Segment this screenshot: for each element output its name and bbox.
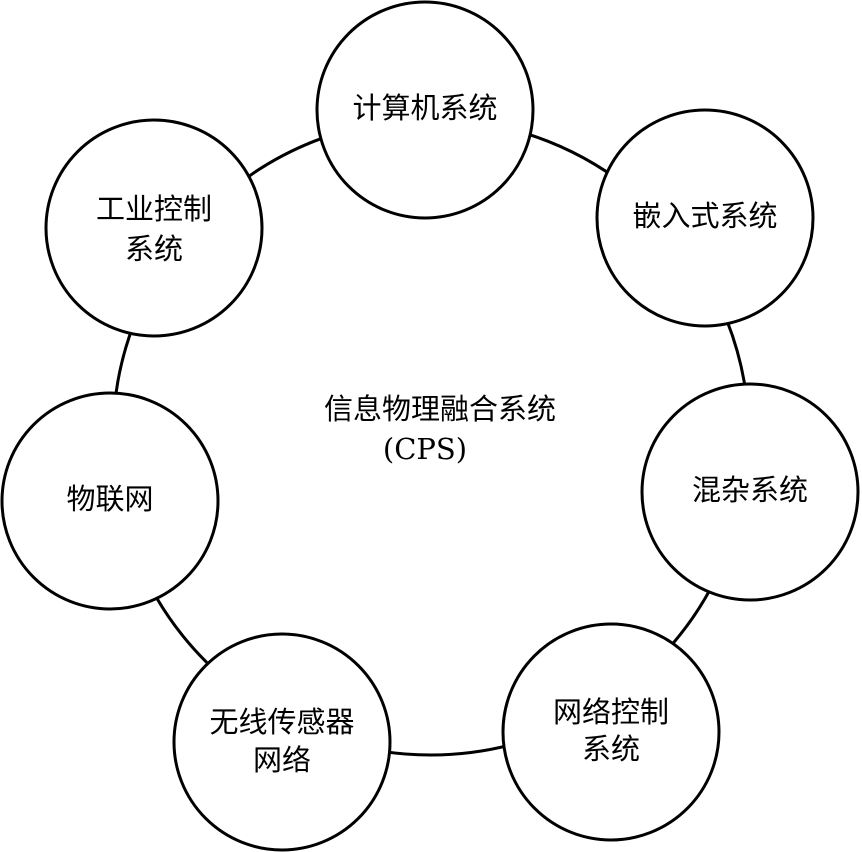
center-abbreviation: (CPS) <box>383 432 467 466</box>
node-circle <box>640 382 860 602</box>
node-label-line-2: 系统 <box>582 732 640 766</box>
node-circle <box>595 108 815 328</box>
center-title: 信息物理融合系统 <box>324 392 556 426</box>
node-computer-system: 计算机系统 <box>315 0 535 220</box>
node-label-line-1: 网络控制 <box>553 695 669 729</box>
node-label: 物联网 <box>66 482 153 516</box>
node-label-line-2: 系统 <box>125 232 183 266</box>
node-circle <box>315 0 535 220</box>
node-circle <box>44 118 264 338</box>
node-network-control-system: 网络控制 系统 <box>501 622 721 842</box>
node-label-line-1: 工业控制 <box>96 192 212 226</box>
node-circle <box>0 391 220 611</box>
node-industrial-control-system: 工业控制 系统 <box>44 118 264 338</box>
node-label: 混杂系统 <box>692 473 808 507</box>
node-label-line-2: 网络 <box>253 743 311 777</box>
node-hybrid-system: 混杂系统 <box>640 382 860 602</box>
node-wireless-sensor-network: 无线传感器 网络 <box>172 632 392 852</box>
node-circle <box>172 632 392 852</box>
node-circle <box>501 622 721 842</box>
node-internet-of-things: 物联网 <box>0 391 220 611</box>
node-embedded-system: 嵌入式系统 <box>595 108 815 328</box>
node-label: 计算机系统 <box>352 91 497 125</box>
center-label: 信息物理融合系统 (CPS) <box>324 392 556 466</box>
node-label-line-1: 无线传感器 <box>209 705 354 739</box>
node-label: 嵌入式系统 <box>632 199 777 233</box>
